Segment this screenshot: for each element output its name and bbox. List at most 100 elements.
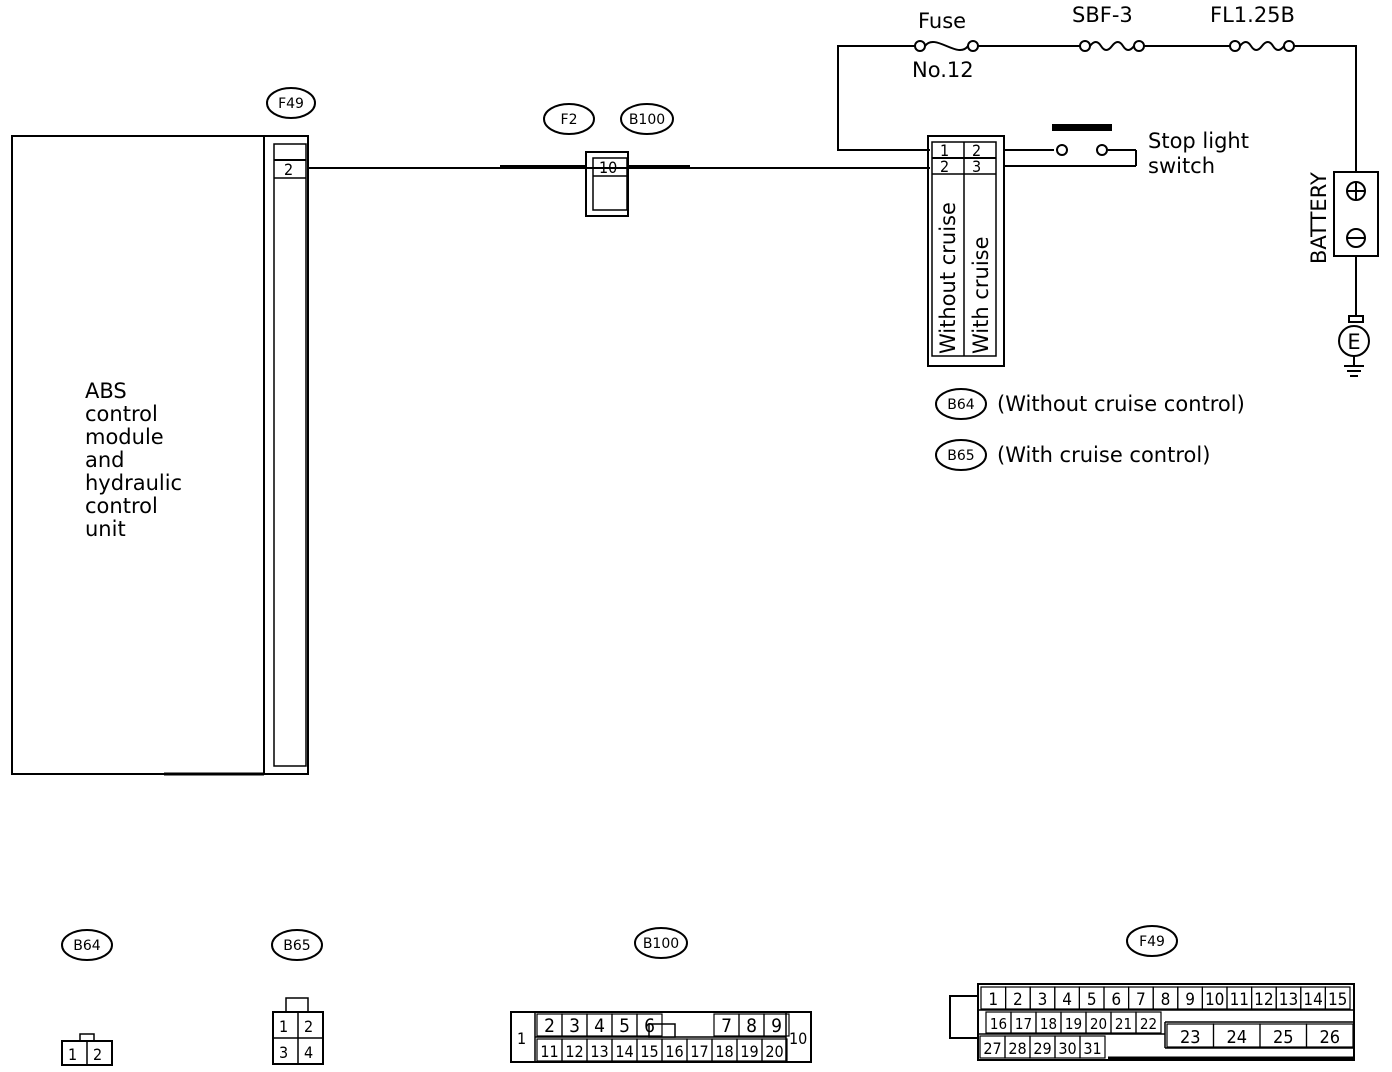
f49-row2b-pin: 25 [1273,1027,1294,1048]
f49-row1-pin: 15 [1328,990,1347,1010]
connector-f2-b100[interactable]: F2 B100 10 [543,103,674,217]
column-with-cruise: With cruise [969,236,993,354]
f49-row3-pin: 28 [1008,1039,1026,1058]
b100-bottom-pin: 11 [540,1042,558,1061]
b100-bottom-pin: 15 [640,1042,658,1061]
pinout-b65[interactable]: B65 1 2 3 4 [271,929,324,1065]
pinout-b64[interactable]: B64 1 2 [61,929,113,1066]
connector-f49[interactable]: 2 F49 [263,87,316,775]
f49-row1-pin: 2 [1013,990,1023,1010]
f49-row2-pin: 19 [1065,1015,1082,1033]
module-label-7: unit [85,517,126,541]
stop-light-switch[interactable]: Stop light switch [1004,124,1249,178]
f49-row2-pin: 22 [1140,1015,1157,1033]
pinout-b64-id: B64 [73,938,101,954]
sbf-label: SBF-3 [1072,3,1133,27]
battery-label: BATTERY [1307,172,1331,264]
module-label-5: hydraulic [85,471,182,495]
fuse-label: Fuse [918,9,966,33]
fusible-link[interactable]: FL1.25B [1210,3,1295,52]
legend-b65: B65 (With cruise control) [935,439,1210,471]
legend-b65-text: (With cruise control) [997,443,1210,467]
b100-bottom-pin: 20 [765,1042,783,1061]
f49-row1-pin: 9 [1185,990,1195,1010]
b100-top-pin: 6 [644,1015,655,1037]
f49-row1-pin: 4 [1062,990,1072,1010]
f49-row1-pin: 14 [1303,990,1322,1010]
battery[interactable]: BATTERY [1307,171,1379,318]
f49-row3-pin: 27 [983,1039,1001,1058]
b100-top-pin: 5 [619,1015,630,1037]
b100-pin-label: 10 [599,158,617,177]
b65-pin-4: 4 [304,1043,313,1062]
stop-light-label-1: Stop light [1148,129,1249,153]
fuse-no-12[interactable]: Fuse No.12 [912,9,979,82]
switch-connector[interactable]: 1 2 2 3 Without cruise With cruise [927,135,1005,367]
b100-bottom-pin: 14 [615,1042,633,1061]
b100-top-pin: 2 [544,1015,555,1037]
pinout-f49-id: F49 [1139,934,1165,950]
f49-row2b-pin: 26 [1319,1027,1340,1048]
sbf-3-fuse[interactable]: SBF-3 [1072,3,1145,52]
f49-row2-pin: 16 [990,1015,1007,1033]
b65-pin-2: 2 [304,1017,313,1036]
ground-e[interactable]: E [1338,315,1370,377]
legend-b65-id: B65 [947,448,974,464]
b100-bottom-pin: 13 [590,1042,608,1061]
b65-pin-3: 3 [279,1043,288,1062]
f49-row2-pin: 18 [1040,1015,1057,1033]
f49-row1-pin: 8 [1161,990,1171,1010]
f49-row2-pin: 20 [1090,1015,1107,1033]
legend-b64-id: B64 [947,397,975,413]
f49-row1-pin: 1 [988,990,998,1010]
f49-pin-label: 2 [284,160,293,179]
f2-oval-label: F2 [561,112,578,128]
module-label-2: control [85,402,158,426]
switch-pin-top-2: 2 [972,141,981,160]
abs-control-module[interactable]: ABS control module and hydraulic control… [11,135,265,776]
f49-row2-pin: 21 [1115,1015,1132,1033]
switch-pin-top-1: 1 [940,141,949,160]
f49-row2b-pin: 23 [1180,1027,1201,1048]
b100-bottom-pin: 18 [715,1042,733,1061]
b100-top-pin: 9 [771,1015,782,1037]
f49-row3-pin: 30 [1058,1039,1076,1058]
f49-row1-pin: 11 [1230,990,1249,1010]
b100-bottom-pin: 16 [665,1042,683,1061]
f49-row1-pin: 6 [1111,990,1121,1010]
b64-pin-1: 1 [68,1045,77,1064]
b100-bottom-pin: 17 [690,1042,708,1061]
b100-pin-1: 1 [517,1029,526,1048]
f49-oval-label: F49 [278,96,304,112]
module-label-3: module [85,425,164,449]
b100-top-pin: 4 [594,1015,605,1037]
ground-label: E [1347,330,1360,354]
power-feed [837,45,1357,172]
switch-pin-bottom-1: 2 [940,157,949,176]
f49-row1-pin: 13 [1279,990,1298,1010]
b100-top-pin: 7 [721,1015,732,1037]
switch-pin-bottom-2: 3 [972,157,981,176]
f49-row1-pin: 12 [1254,990,1273,1010]
pinout-b100-id: B100 [643,936,679,952]
column-without-cruise: Without cruise [936,202,960,354]
b64-pin-2: 2 [93,1045,102,1064]
b100-top-pin: 3 [569,1015,580,1037]
b100-pin-10: 10 [789,1029,807,1048]
f49-row1-pin: 3 [1038,990,1048,1010]
f49-row1-pin: 10 [1205,990,1224,1010]
module-label-1: ABS [85,379,127,403]
b100-bottom-pin: 19 [740,1042,758,1061]
b100-oval-label: B100 [629,112,665,128]
b100-bottom-pin: 12 [565,1042,583,1061]
b100-bottom-row: 11 12 13 14 15 16 17 18 19 20 [536,1038,788,1062]
legend-b64: B64 (Without cruise control) [935,388,1245,420]
stop-light-label-2: switch [1148,154,1215,178]
